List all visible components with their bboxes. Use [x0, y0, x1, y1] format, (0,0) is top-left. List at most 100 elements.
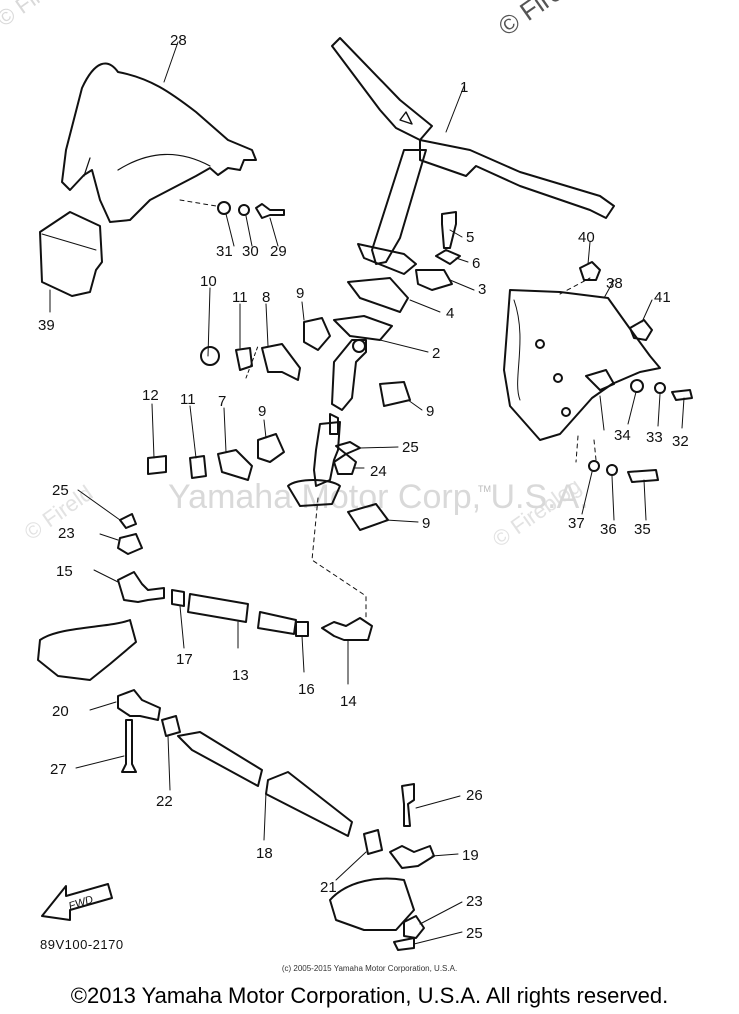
part-12-bolt: [147, 455, 167, 475]
callout-19: 19: [462, 847, 479, 864]
callout-12: 12: [142, 387, 159, 404]
part-21-nut: [363, 829, 383, 855]
part-6-nut: [435, 249, 461, 265]
callout-7: 7: [218, 393, 226, 410]
part-30-bolt: [255, 203, 285, 219]
callout-10: 10: [200, 273, 217, 290]
callout-34: 33: [646, 429, 663, 446]
callout-32: 31: [216, 243, 233, 260]
callout-20: 20: [52, 703, 69, 720]
callout-2: 2: [432, 345, 440, 362]
callout-9-a: 9: [426, 403, 434, 420]
callout-25-b: 25: [52, 482, 69, 499]
part-23-nut: [117, 533, 143, 555]
callout-11-b: 11: [180, 391, 196, 408]
part-11-washer: [235, 347, 253, 371]
fwd-label: FWD: [67, 894, 95, 913]
part-24-nut: [333, 453, 357, 475]
callout-22: 22: [156, 793, 173, 810]
callout-1: 1: [460, 79, 468, 96]
part-13-rod-b: [257, 611, 297, 635]
part-7-holder: [217, 449, 253, 481]
callout-16: 16: [298, 681, 315, 698]
callout-37: 36: [600, 521, 617, 538]
callout-24: 24: [370, 463, 387, 480]
part-5-bolt: [441, 211, 457, 249]
callout-33: 32: [672, 433, 689, 450]
callout-numbers: 28 1 5 6 3 4 2 9 25 24 9 10 11 8 9 12 11…: [38, 32, 689, 942]
callout-29: 38: [606, 275, 623, 292]
part-code: 89V100-2170: [40, 937, 124, 952]
callout-3: 3: [478, 281, 486, 298]
part-25-pin-b: [119, 513, 137, 529]
callout-23-b: 23: [466, 893, 483, 910]
part-17-nut: [171, 589, 185, 607]
callout-5: 5: [466, 229, 474, 246]
part-23-nut-b: [403, 915, 425, 939]
callout-9-d: 9: [258, 403, 266, 420]
part-28-handlebar-cover: [61, 62, 257, 223]
callout-25-a: 25: [402, 439, 419, 456]
callout-23-a: 23: [58, 525, 75, 542]
part-25-pin-c: [393, 937, 415, 951]
part-1-handlebar: [331, 37, 615, 275]
part-22-nut: [161, 715, 181, 737]
callout-35: 34: [614, 427, 631, 444]
part-9-bushing-c: [257, 433, 285, 463]
dashed-assembly-lines: [179, 199, 597, 619]
callout-27: 27: [50, 761, 67, 778]
part-40-nut: [579, 261, 601, 281]
part-20-ball-joint: [117, 689, 161, 721]
part-9-bushing-a: [303, 317, 331, 351]
part-10-nut: [200, 346, 220, 366]
part-11-washer-b: [189, 455, 207, 479]
part-14-ball-joint: [321, 617, 373, 641]
part-15-ball-joint: [117, 571, 165, 603]
part-39-pad: [39, 211, 103, 297]
callout-15: 15: [56, 563, 73, 580]
callout-21: 21: [320, 879, 337, 896]
callout-25-c: 25: [466, 925, 483, 942]
callout-11-a: 11: [232, 289, 248, 306]
part-19-ball-joint: [389, 845, 435, 869]
callout-6: 6: [472, 255, 480, 272]
leader-lines: [49, 41, 685, 945]
part-34-washer: [654, 382, 666, 394]
part-8-holder: [261, 343, 301, 381]
footer-copyright: ©2013 Yamaha Motor Corporation, U.S.A. A…: [70, 983, 669, 1008]
callout-13: 13: [232, 667, 249, 684]
callout-17: 17: [176, 651, 193, 668]
callout-26: 26: [466, 787, 483, 804]
watermark-trademark: TM: [478, 484, 491, 494]
callout-40: 40: [578, 229, 595, 246]
small-copyright: (c) 2005-2015 Yamaha Motor Corporation, …: [281, 964, 458, 973]
callout-4: 4: [446, 305, 454, 322]
callout-9-b: 9: [422, 515, 430, 532]
part-37-washer: [606, 464, 618, 476]
part-31-nut: [238, 204, 250, 216]
part-41-nut: [629, 319, 653, 341]
part-9-bushing-b: [379, 381, 411, 407]
callout-39: 39: [38, 317, 55, 334]
callout-28: 28: [170, 32, 187, 49]
part-36-bolt: [627, 469, 659, 483]
part-29-bracket-plate: [503, 289, 661, 441]
part-27-bolt: [121, 719, 137, 773]
part-9-bushing-d: [347, 503, 389, 531]
part-35-washer: [630, 379, 644, 393]
callout-9-c: 9: [296, 285, 304, 302]
part-13-rod: [187, 593, 249, 623]
fwd-arrow-icon: [41, 883, 113, 921]
part-26-bolt: [401, 783, 415, 827]
part-16-nut: [295, 621, 309, 637]
part-18-rod-a: [177, 731, 263, 787]
part-33-bolt: [671, 389, 693, 401]
part-32-washer: [217, 201, 231, 215]
part-2-steering-column: [287, 315, 393, 507]
callout-30: 29: [270, 243, 287, 260]
steering-arm-right: [329, 877, 415, 931]
part-25-pin: [335, 441, 361, 455]
callout-31: 30: [242, 243, 259, 260]
